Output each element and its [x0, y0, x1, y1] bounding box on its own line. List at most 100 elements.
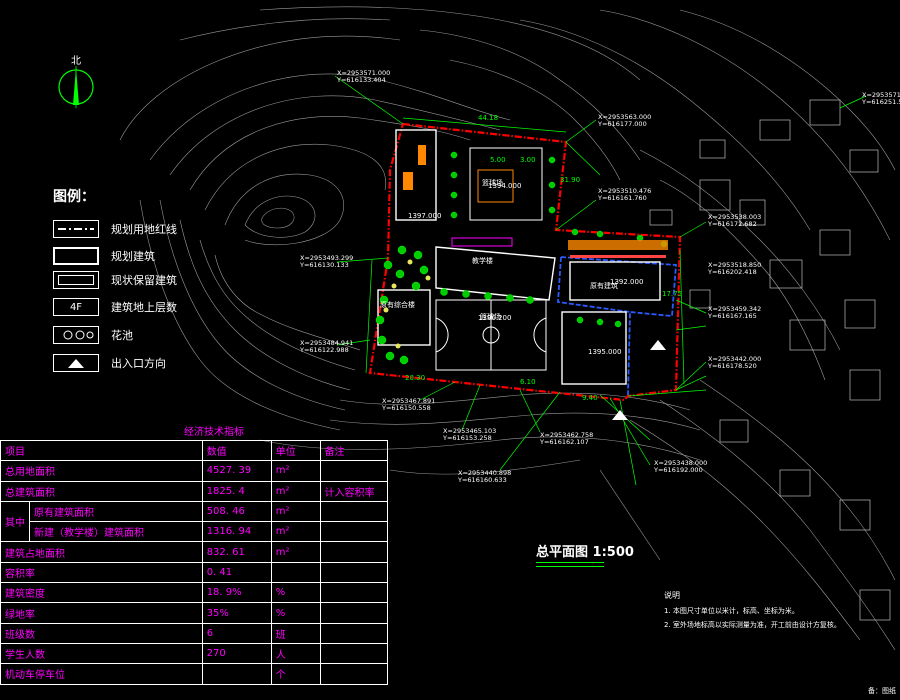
cell-note	[319, 521, 388, 543]
cell-item: 机动车停车位	[0, 663, 203, 685]
header-value: 数值	[201, 439, 272, 462]
legend-label: 规划用地红线	[111, 223, 177, 236]
cell-note	[319, 582, 388, 604]
cell-unit: 个	[270, 663, 321, 685]
tech-indicators-table: 项目 数值 单位 备注 总用地面积 4527. 39 m² 总建筑面积 1825…	[0, 439, 388, 685]
table-title: 经济技术指标	[184, 427, 244, 438]
cell-note	[319, 541, 388, 563]
label-teaching-building: 教学楼	[472, 257, 493, 265]
dimension-label: 5.00	[490, 156, 506, 164]
north-arrow-icon	[58, 66, 94, 108]
legend-item-existing: 现状保留建筑	[53, 270, 177, 290]
table-row: 建筑密度 18. 9% %	[0, 582, 388, 604]
header-unit: 单位	[270, 439, 321, 462]
green-plantings	[375, 151, 668, 365]
elevation-label: 1392.000	[610, 278, 644, 286]
flowerbed-icon	[53, 326, 99, 344]
table-row: 总建筑面积 1825. 4 m² 计入容积率	[0, 480, 388, 502]
elevation-label: 1396.200	[478, 314, 512, 322]
elevation-label: 1397.000	[408, 212, 442, 220]
cell-note: 计入容积率	[319, 480, 388, 502]
legend-item-flowerbed: 花池	[53, 325, 133, 345]
dimension-label: 9.40	[582, 394, 598, 402]
legend-item-floors: 4F 建筑地上层数	[53, 297, 177, 317]
table-row: 其中 原有建筑面积 508. 46 m²	[0, 500, 388, 543]
cell-value	[201, 663, 272, 685]
notes-title: 说明	[664, 591, 680, 600]
elevation-label: 1395.000	[588, 348, 622, 356]
flowerbeds	[403, 145, 668, 258]
cell-note	[319, 642, 388, 665]
cell-unit: m²	[270, 480, 321, 502]
cell-value: 18. 9%	[201, 582, 272, 604]
elevation-label: 1394.000	[488, 182, 522, 190]
planned-building-icon	[53, 247, 99, 265]
legend-item-planned: 规划建筑	[53, 246, 155, 266]
cell-item: 绿地率	[0, 602, 203, 624]
cell-item: 新建（教学楼）建筑面积	[29, 521, 203, 543]
existing-houses	[649, 99, 891, 621]
cell-value: 1316. 94	[201, 521, 272, 543]
entrance-icon	[53, 354, 99, 372]
table-row: 绿地率 35% %	[0, 602, 388, 624]
cell-note	[319, 561, 388, 584]
note-item: 2. 室外场地标高以实际测量为准，开工前由设计方复核。	[664, 621, 841, 629]
dimension-label: 20.30	[405, 374, 426, 382]
table-row: 容积率 0. 41	[0, 561, 388, 584]
legend-label: 花池	[111, 329, 133, 342]
plan-title-underline	[536, 562, 604, 567]
cell-value: 270	[201, 642, 272, 665]
note-item: 1. 本图尺寸单位以米计，标高、坐标为米。	[664, 607, 799, 615]
entrance-markers	[612, 340, 666, 420]
cell-item: 建筑密度	[0, 582, 203, 604]
cell-note	[319, 500, 388, 523]
legend-label: 出入口方向	[111, 357, 166, 370]
existing-building-icon	[53, 271, 99, 289]
cell-unit	[270, 561, 321, 584]
dimension-label: 6.10	[520, 378, 536, 386]
dimension-label: 3.00	[520, 156, 536, 164]
cell-value: 0. 41	[201, 561, 272, 584]
header-note: 备注	[319, 439, 388, 462]
cell-value: 832. 61	[201, 541, 272, 563]
cell-note	[319, 622, 388, 644]
existing-building-blue	[557, 256, 677, 396]
yellow-plantings	[383, 259, 431, 349]
cell-item: 容积率	[0, 561, 203, 584]
cell-unit: 人	[270, 642, 321, 665]
dimension-label: 17.75	[662, 290, 683, 298]
legend-label: 现状保留建筑	[111, 274, 177, 287]
cell-value: 508. 46	[201, 500, 272, 523]
table-header-row: 项目 数值 单位 备注	[0, 439, 388, 462]
cell-note	[319, 460, 388, 482]
cell-value: 1825. 4	[201, 480, 272, 502]
cell-note	[319, 602, 388, 624]
cell-item: 总建筑面积	[0, 480, 203, 502]
contour-lines	[119, 6, 896, 651]
cell-unit: m²	[270, 541, 321, 563]
legend-item-redline: 规划用地红线	[53, 219, 177, 239]
dimension-label: 31.90	[560, 176, 581, 184]
table-row: 班级数 6 班	[0, 622, 388, 644]
cell-note	[319, 663, 388, 685]
cell-item: 原有建筑面积	[29, 500, 203, 523]
cell-unit: %	[270, 602, 321, 624]
cell-unit: m²	[270, 500, 321, 523]
cell-value: 35%	[201, 602, 272, 624]
cell-item: 班级数	[0, 622, 203, 644]
redline-icon	[53, 220, 99, 238]
coordinate-label: X=2953571.14Y=616251.59	[862, 91, 900, 106]
legend-title: 图例：	[53, 189, 95, 205]
table-row: 新建（教学楼）建筑面积 1316. 94 m²	[1, 521, 388, 543]
